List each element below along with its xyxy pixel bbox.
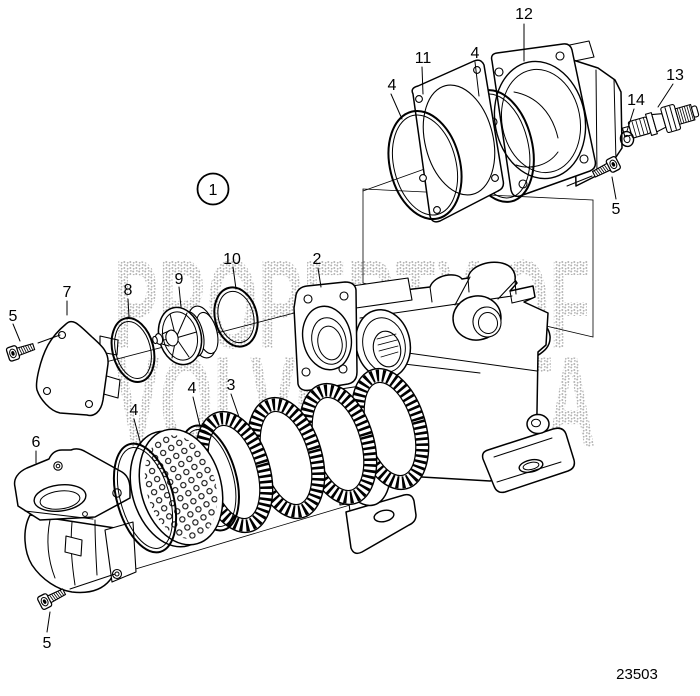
bolt-alignment-line: [69, 573, 116, 590]
part-gasket: [411, 59, 505, 223]
oring-4-core-left: [112, 442, 178, 554]
part-end-cover-lower: [13, 448, 137, 594]
callout-13: 13: [666, 67, 684, 84]
callout-5-left: 5: [9, 308, 18, 325]
callout-4-d: 4: [188, 380, 197, 397]
oring-4-top-left: [387, 109, 463, 221]
callout-3: 3: [227, 377, 236, 394]
part-end-cap: [488, 40, 623, 198]
callout-10: 10: [223, 251, 241, 268]
drawing-number: 23503: [616, 666, 658, 683]
assembly-ref-circle: 1: [196, 172, 230, 206]
callout-4-a: 4: [471, 45, 480, 62]
oring-10: [213, 286, 259, 348]
callout-labels: 12 4 11 4 13 14 5 2 10 9 8 7 5 4 4 3 6 5: [9, 6, 684, 652]
callout-11: 11: [415, 50, 432, 67]
oring-8: [110, 317, 156, 383]
callout-7: 7: [63, 284, 72, 301]
callout-1: 1: [209, 182, 218, 199]
callout-2: 2: [313, 251, 322, 268]
callout-leaders: [12, 23, 674, 633]
callout-4-c: 4: [130, 402, 139, 419]
callout-9: 9: [175, 271, 184, 288]
part-sender-fitting: [621, 103, 700, 139]
callout-14: 14: [627, 92, 645, 109]
part-washer: [619, 130, 635, 148]
callout-12: 12: [515, 6, 533, 23]
callout-6: 6: [32, 434, 41, 451]
callout-4-b: 4: [388, 77, 397, 94]
callout-5-bottom-left: 5: [43, 635, 52, 652]
callout-5-top-right: 5: [612, 201, 621, 218]
bolt-alignment-line: [37, 334, 61, 344]
part-thermostat-cover: [35, 320, 121, 417]
part-thermostat: [152, 305, 219, 366]
callout-8: 8: [124, 282, 133, 299]
bolt-alignment-line: [566, 175, 593, 187]
bolt-5-bottom-left: [36, 584, 68, 611]
bolt-5-left: [5, 339, 37, 363]
